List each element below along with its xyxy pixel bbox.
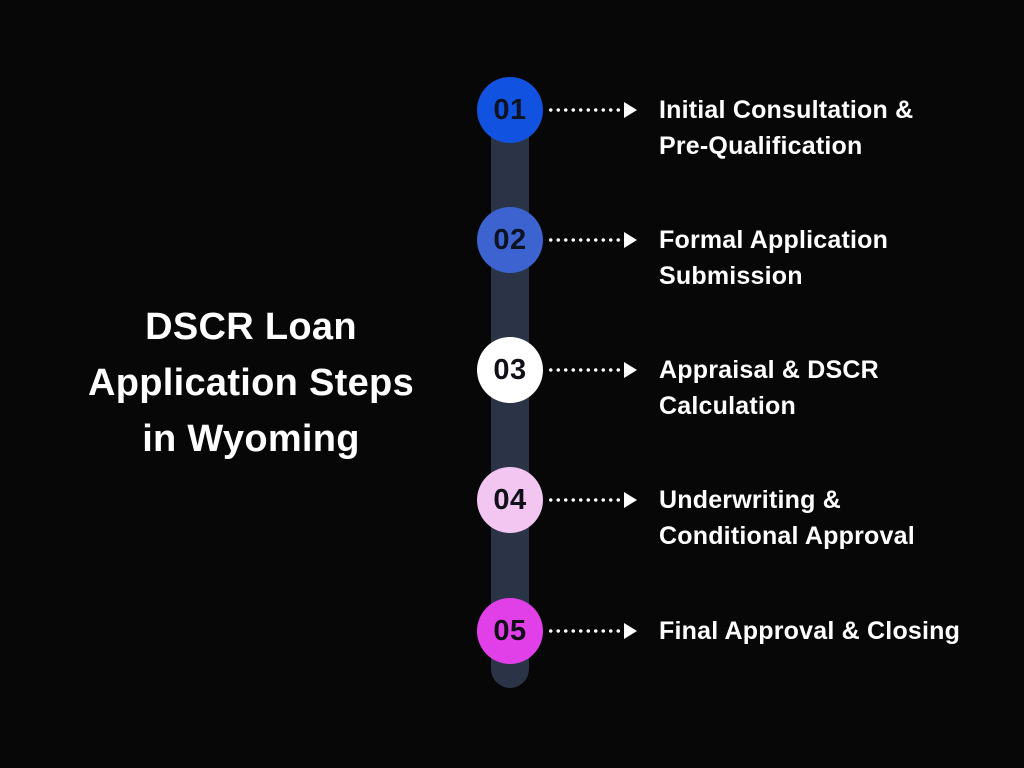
arrow-right-icon	[624, 232, 637, 248]
step-label: Appraisal & DSCR Calculation	[659, 356, 879, 420]
dotted-connector	[547, 498, 621, 502]
step-label: Formal Application Submission	[659, 226, 889, 290]
title-line-2: Application Steps	[87, 362, 415, 404]
arrow-right-icon	[624, 623, 637, 639]
step-number-badge: 04	[477, 467, 543, 533]
arrow-right-icon	[624, 102, 637, 118]
step-label: Initial Consultation & Pre-Qualification	[659, 96, 914, 160]
page-title: DSCR Loan Application Steps in Wyoming	[55, 299, 447, 467]
step-number-badge: 03	[477, 337, 543, 403]
arrow-right-icon	[624, 492, 637, 508]
step-label: Underwriting & Conditional Approval	[659, 486, 915, 550]
title-line-1: DSCR Loan	[145, 306, 357, 348]
dotted-connector	[547, 368, 621, 372]
step-number-badge: 01	[477, 77, 543, 143]
step-number-badge: 02	[477, 207, 543, 273]
dotted-connector	[547, 108, 621, 112]
step-number-badge: 05	[477, 598, 543, 664]
step-label: Final Approval & Closing	[659, 617, 961, 645]
title-line-3: in Wyoming	[142, 418, 360, 460]
dotted-connector	[547, 629, 621, 633]
arrow-right-icon	[624, 362, 637, 378]
dotted-connector	[547, 238, 621, 242]
